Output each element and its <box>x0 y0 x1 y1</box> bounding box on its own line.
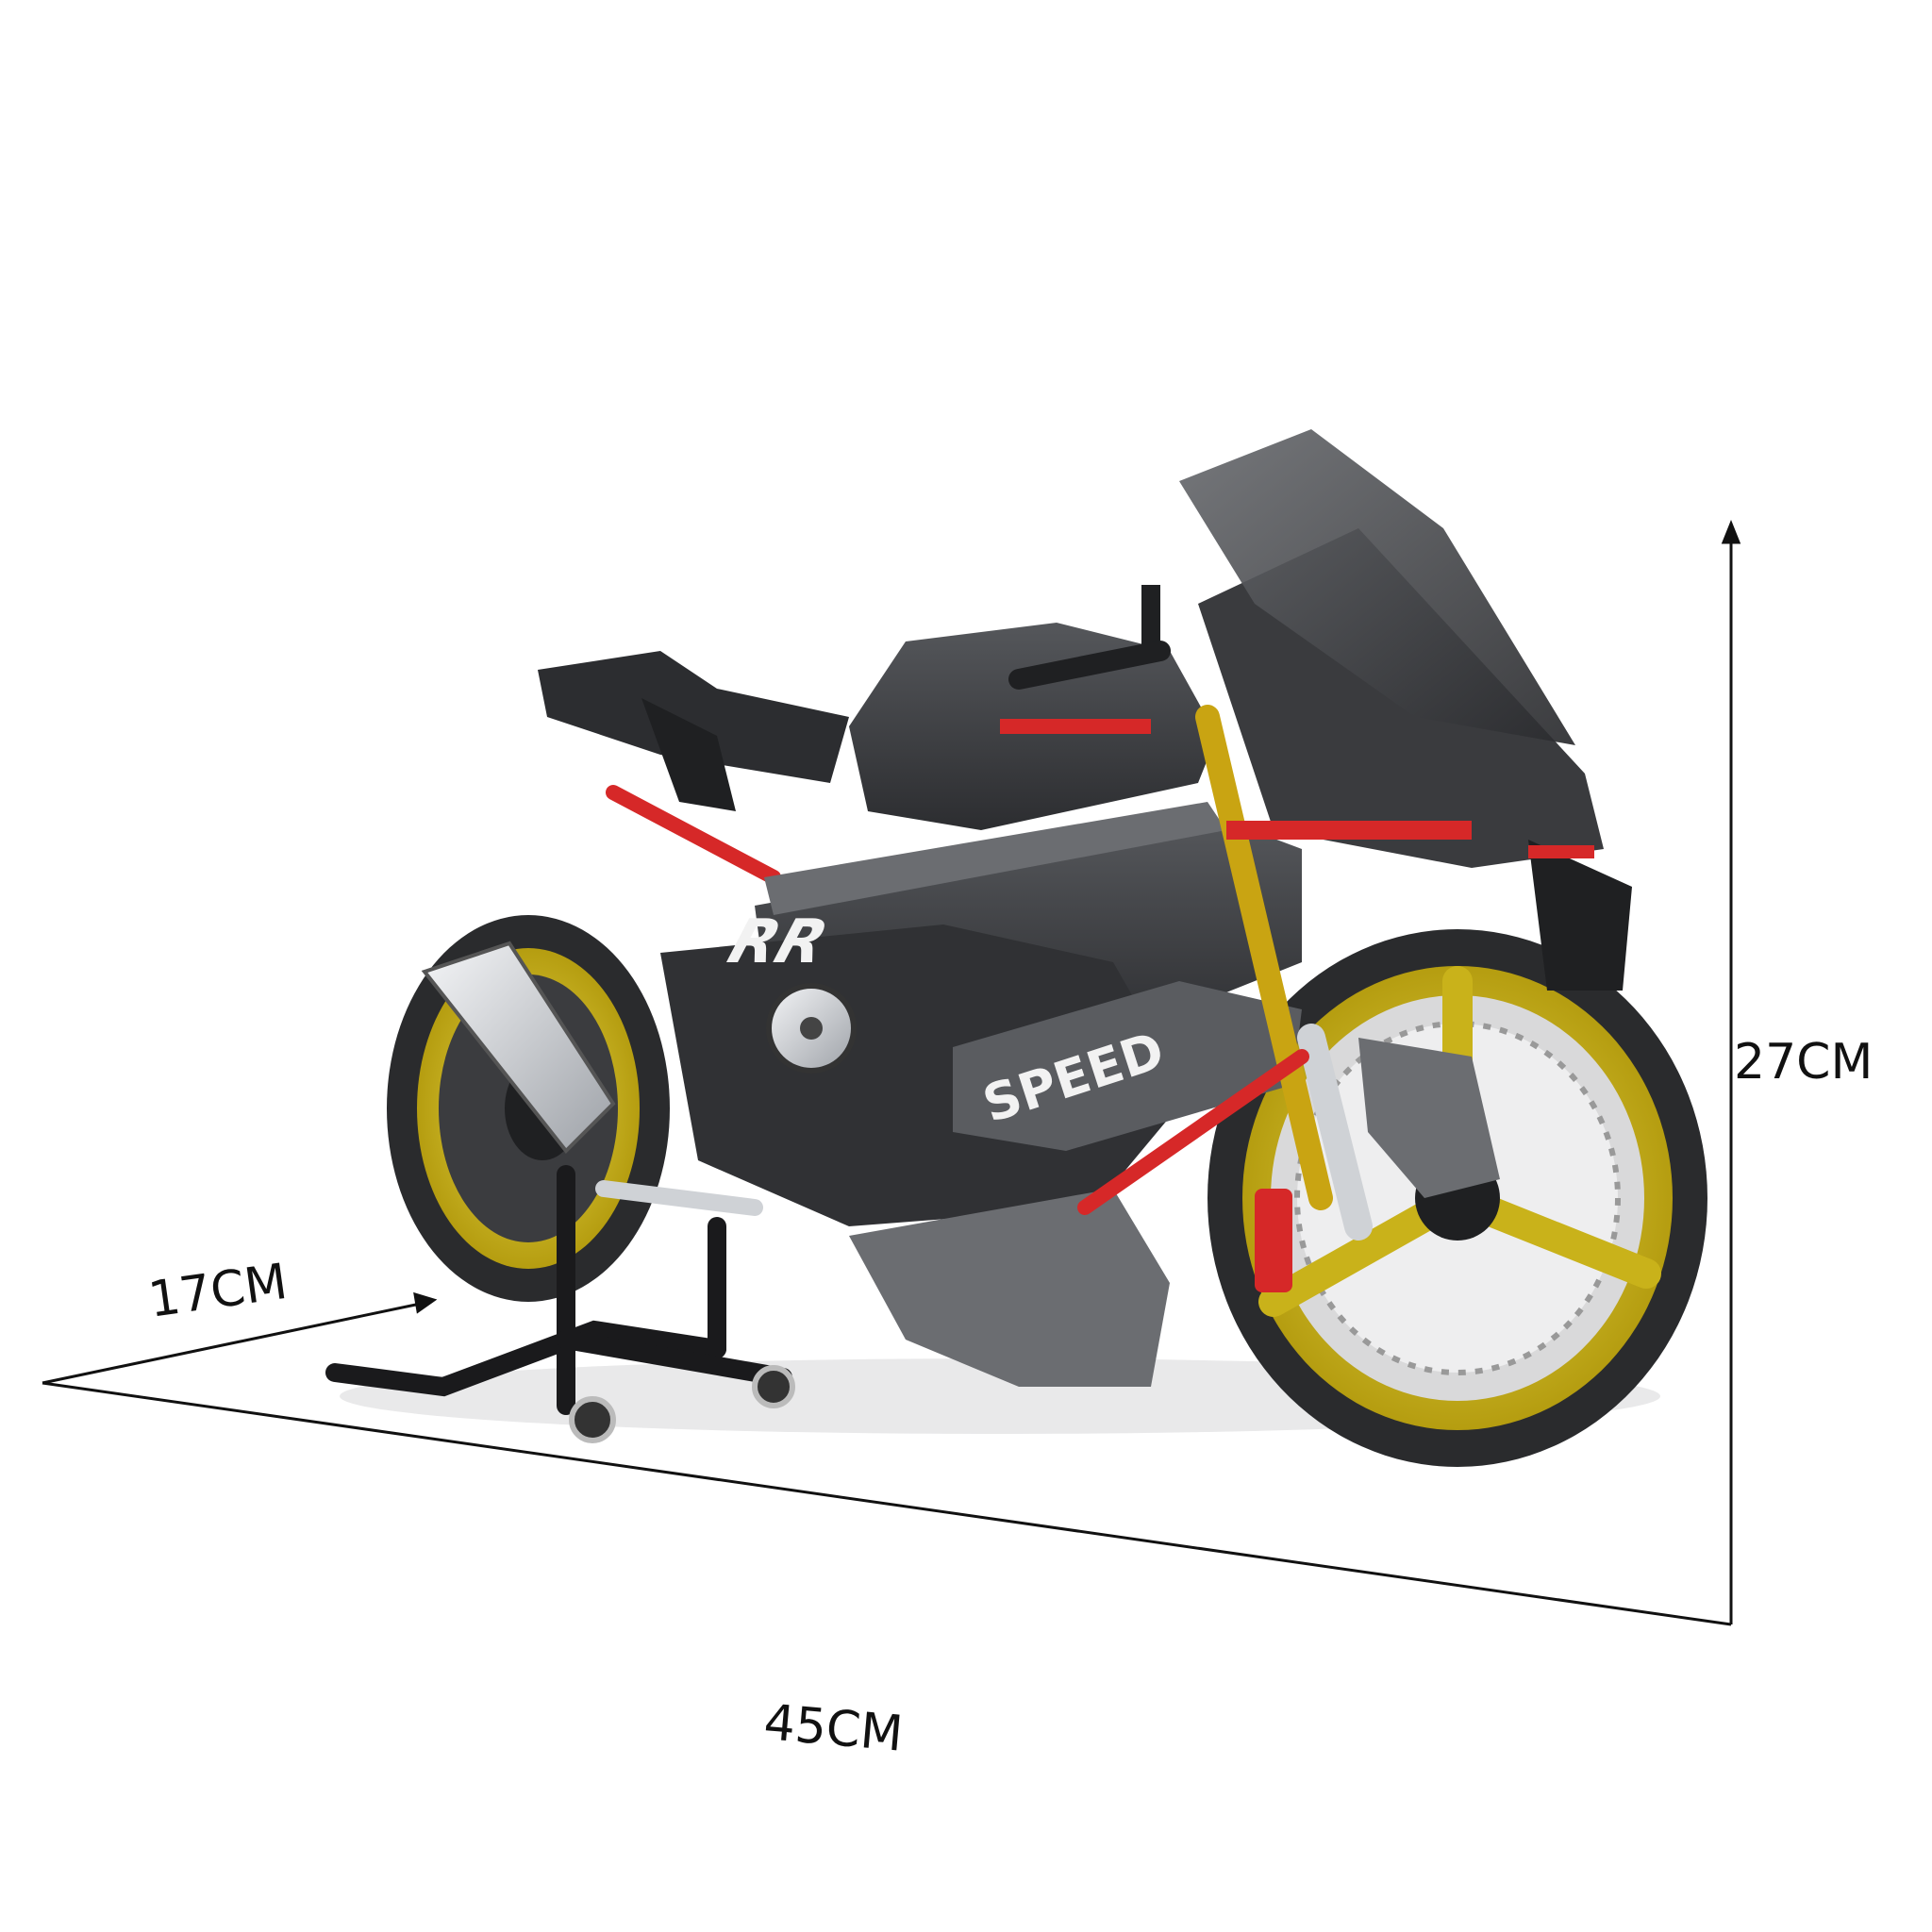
front-fork <box>1195 705 1333 1210</box>
front-red-bar <box>1226 821 1472 840</box>
engine-cover-center <box>800 1017 823 1040</box>
brake-caliper <box>1255 1189 1292 1292</box>
frame-upper-panel <box>764 802 1226 915</box>
windscreen <box>1179 429 1575 745</box>
handlebar-grip <box>1008 641 1171 690</box>
height-arrow-head <box>1721 519 1741 544</box>
front-fender <box>1358 1038 1500 1198</box>
tank-red-bar <box>1000 719 1151 734</box>
exhaust-muffler <box>421 941 616 1155</box>
stand-wheel <box>569 1396 616 1443</box>
length-line <box>42 1381 1732 1626</box>
stand-wheel <box>752 1365 795 1408</box>
paddock-stand <box>325 1165 792 1415</box>
height-dimension-label: 27CM <box>1734 1034 1874 1091</box>
front-fork-lower <box>1297 1024 1373 1241</box>
tail-section <box>538 651 849 783</box>
headlight-housing <box>1528 840 1632 991</box>
front-red-strut <box>1077 1049 1309 1215</box>
depth-line <box>42 1300 430 1385</box>
dimension-lines <box>42 519 1741 1626</box>
length-dimension-label: 45CM <box>761 1694 906 1763</box>
side-panel <box>953 981 1302 1151</box>
front-red-accent <box>1528 845 1594 858</box>
lower-fairing <box>849 1189 1170 1387</box>
exhaust-pipe <box>595 1180 763 1216</box>
rear-red-strut <box>606 785 781 885</box>
rear-subframe <box>641 698 736 811</box>
fairing-decal: RR <box>721 908 837 977</box>
depth-arrow-head <box>413 1291 438 1314</box>
